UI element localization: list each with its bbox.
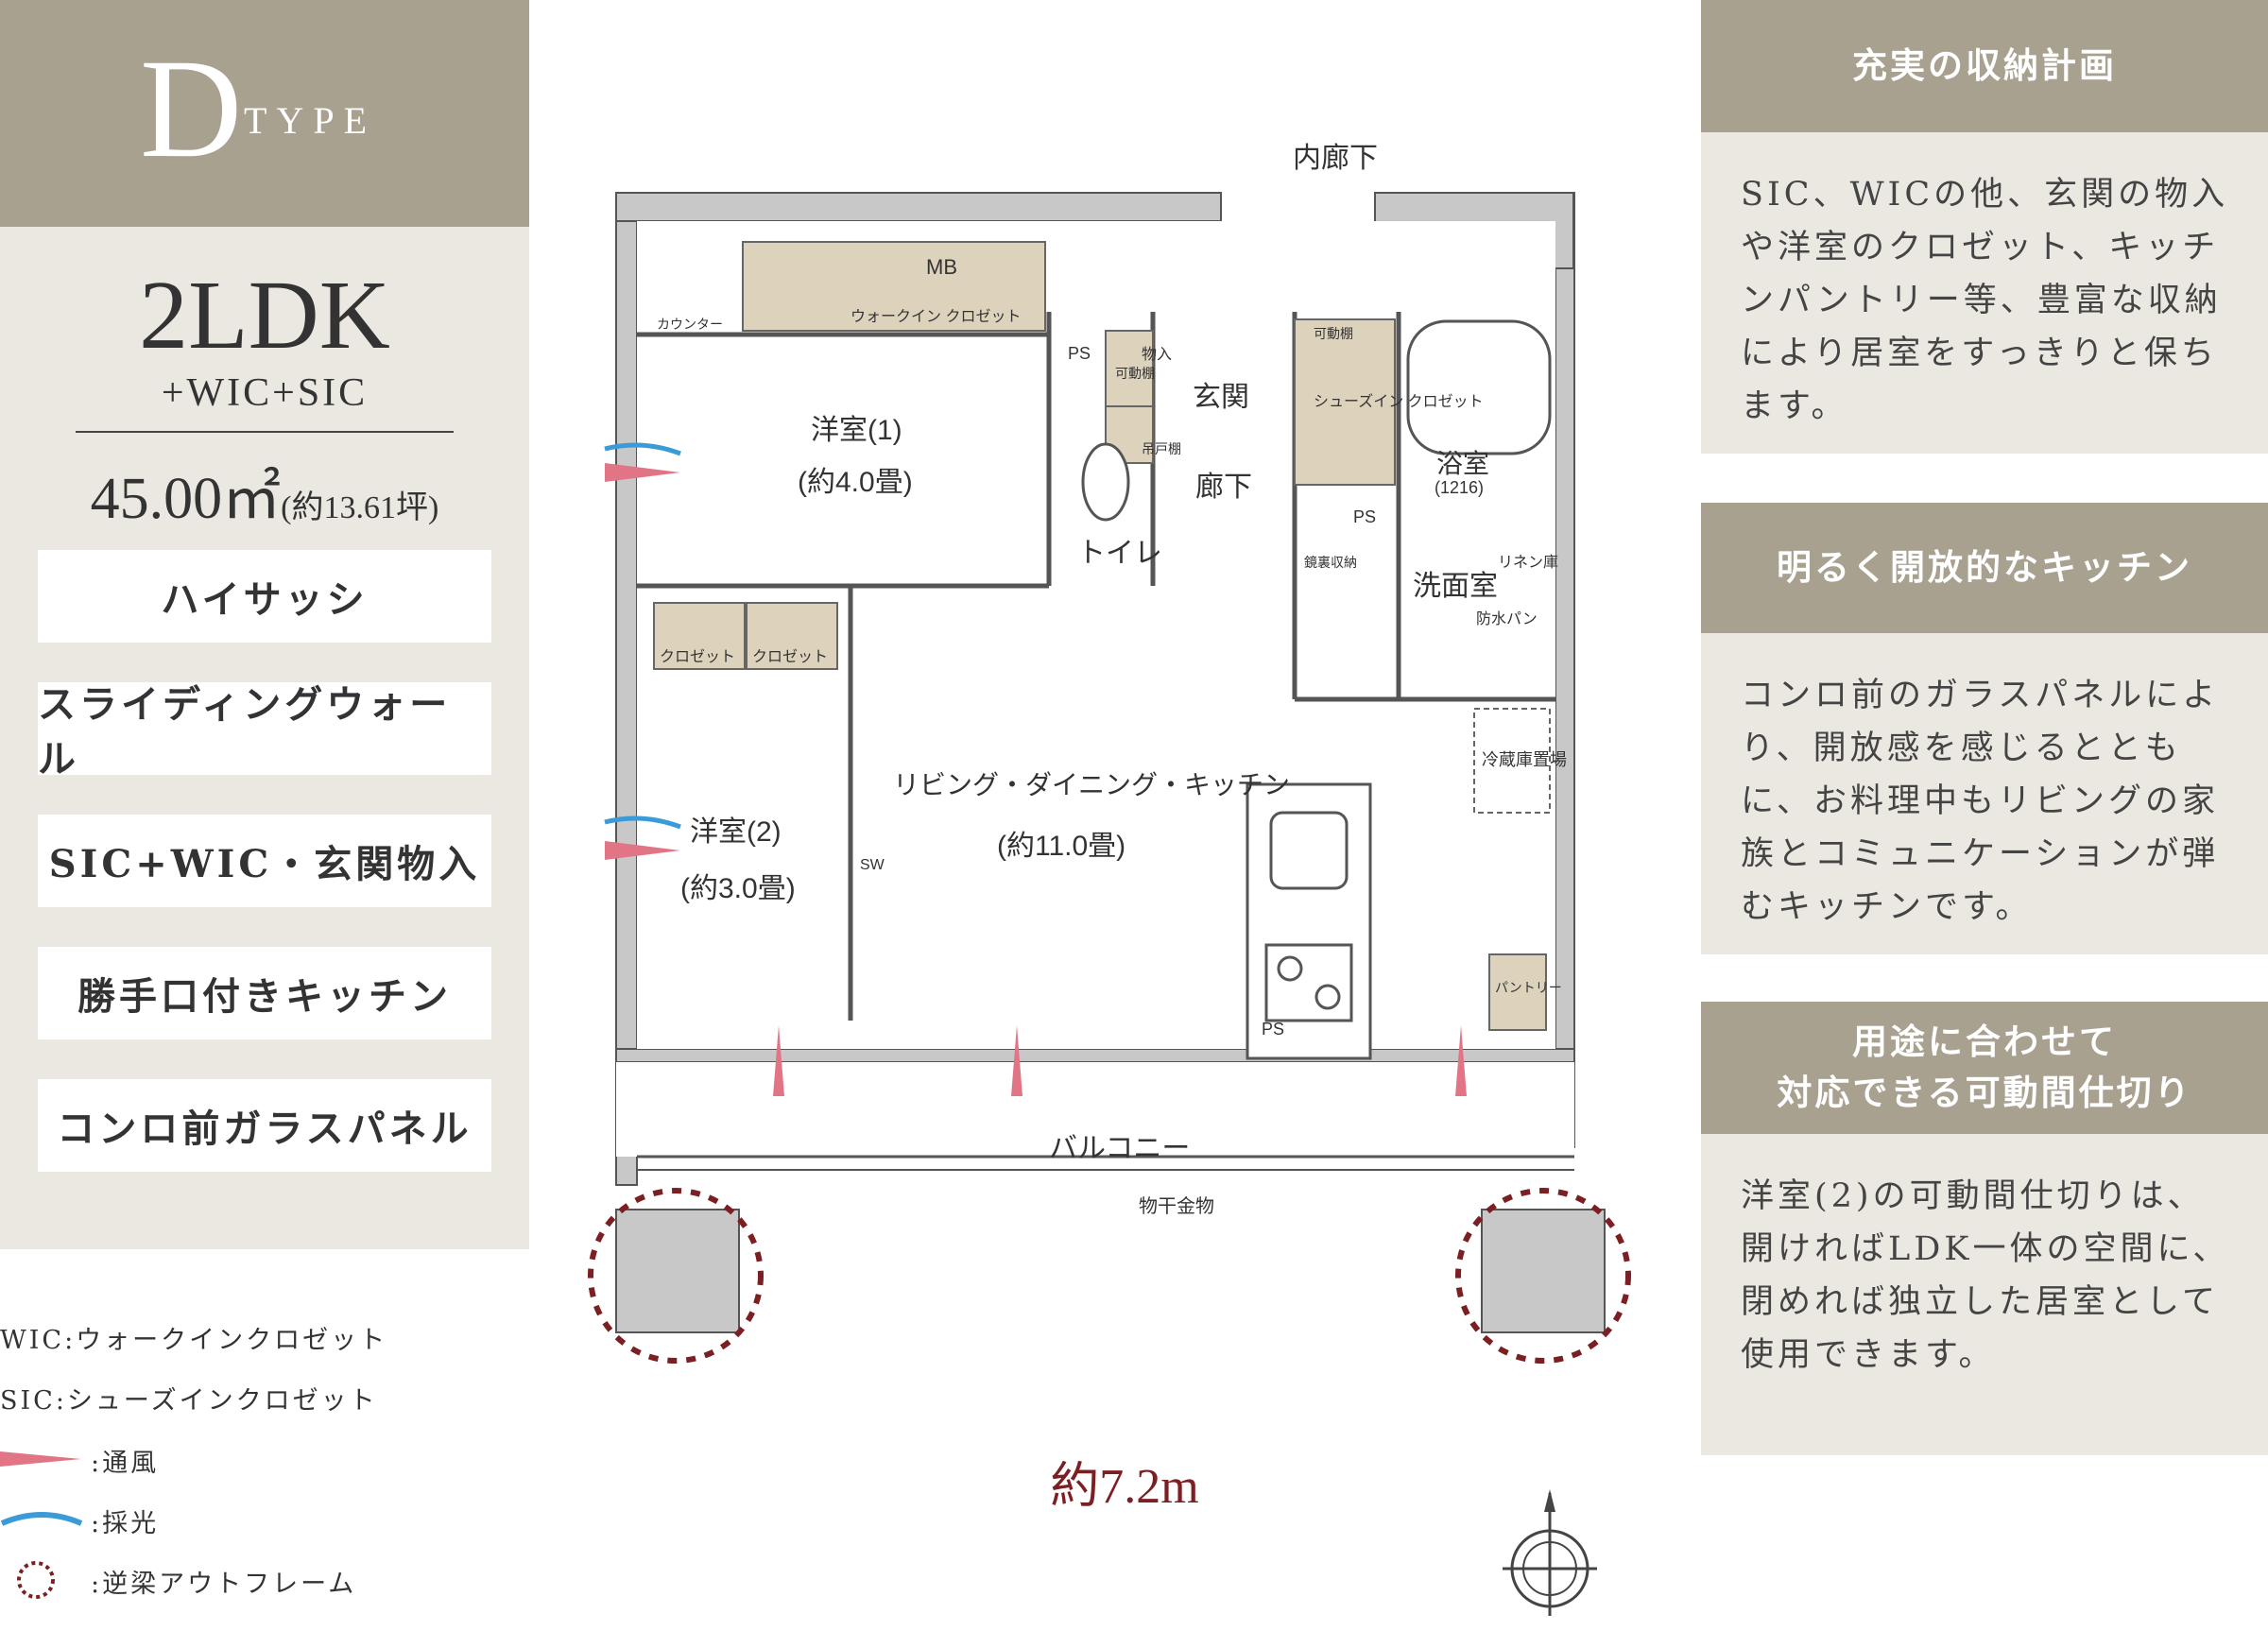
entrance-label: 玄関: [1193, 382, 1249, 413]
laundry-label: 物干金物: [1139, 1195, 1214, 1217]
info-title-partition: 用途に合わせて 対応できる可動間仕切り: [1701, 1002, 2268, 1134]
toilet-label: トイレ: [1077, 538, 1162, 569]
hanging-shelf-label: 吊戸棚: [1142, 441, 1181, 456]
legend-ventilation: :通風: [91, 1449, 160, 1478]
balcony-label: バルコニー: [1049, 1133, 1190, 1164]
floor-plan: MB ウォークイン クロゼット カウンター PS 可動棚 物入 シューズイン ク…: [588, 192, 1631, 1364]
feature-storage: SIC+WIC・玄関物入: [38, 815, 491, 907]
outframe-circle-left: [588, 1188, 764, 1364]
info-title-kitchen: 明るく開放的なキッチン: [1701, 503, 2268, 633]
ventilation-icon: [0, 1451, 81, 1467]
closet-2: [746, 602, 838, 670]
type-header: [0, 0, 529, 227]
western2-label: 洋室(2): [690, 816, 782, 848]
washroom-label: 洗面室: [1413, 571, 1498, 602]
sink-icon: [1269, 811, 1349, 890]
movable-shelf-storage-label: 可動棚: [1115, 366, 1155, 381]
info-text-kitchen: コンロ前のガラスパネルにより、開放感を感じるとともに、お料理中もリビングの家族と…: [1741, 677, 2220, 926]
info-text-partition: 洋室(2)の可動間仕切りは、開ければLDK一体の空間に、閉めれば独立した居室とし…: [1741, 1177, 2230, 1374]
width-dimension: 約7.2m: [1050, 1460, 1199, 1514]
legend-wic: WIC:ウォークインクロゼット: [0, 1326, 388, 1355]
feature-glass-panel: コンロ前ガラスパネル: [38, 1079, 491, 1172]
info-body-kitchen: コンロ前のガラスパネルにより、開放感を感じるとともに、お料理中もリビングの家族と…: [1701, 633, 2268, 954]
ps-label-1: PS: [1068, 344, 1091, 363]
info-body-storage: SIC、WICの他、玄関の物入や洋室のクロゼット、キッチンパントリー等、豊富な収…: [1701, 132, 2268, 454]
outframe-icon: [17, 1561, 55, 1599]
plan-type: 2LDK: [139, 261, 390, 369]
inner-corridor-label: 内廊下: [1293, 143, 1378, 174]
bath-size-label: (1216): [1435, 478, 1484, 497]
sic-block: [1294, 318, 1396, 486]
western1-size: (約4.0畳): [798, 467, 913, 498]
waterproof-pan-label: 防水パン: [1476, 610, 1538, 627]
legend-sic: SIC:シューズインクロゼット: [0, 1386, 378, 1416]
storage-label: 物入: [1142, 346, 1172, 363]
mirror-storage-label: 鏡裏収納: [1304, 555, 1357, 570]
plan-area: 45.00㎡(約13.61坪): [0, 450, 529, 535]
column-right: [1481, 1209, 1606, 1333]
legend-outframe: :逆梁アウトフレーム: [91, 1570, 357, 1599]
sic-label: シューズイン クロゼット: [1314, 393, 1484, 410]
closet-1: [653, 602, 746, 670]
western1-label: 洋室(1): [811, 415, 902, 446]
linen-label: リネン庫: [1498, 554, 1558, 571]
corridor-label: 廊下: [1195, 472, 1252, 503]
airflow-marks: [604, 442, 1467, 1096]
closet-label-1: クロゼット: [660, 648, 735, 665]
stove-icon: [1264, 943, 1353, 1022]
counter-label: カウンター: [657, 317, 723, 332]
feature-sliding-wall: スライディングウォール: [38, 682, 491, 781]
feature-kitchen-door: 勝手口付きキッチン: [38, 947, 491, 1039]
ps-label-2: PS: [1262, 1020, 1284, 1039]
fridge-label: 冷蔵庫置場: [1482, 750, 1567, 769]
info-text-storage: SIC、WICの他、玄関の物入や洋室のクロゼット、キッチンパントリー等、豊富な収…: [1741, 176, 2229, 425]
compass-icon: [1503, 1489, 1597, 1616]
ldk-size: (約11.0畳): [997, 831, 1125, 862]
info-title-storage: 充実の収納計画: [1701, 0, 2268, 132]
closet-label-2: クロゼット: [752, 648, 828, 665]
bath-label: 浴室: [1436, 449, 1489, 478]
mb-label: MB: [926, 255, 957, 279]
fridge-area: [1473, 708, 1551, 814]
wall-top: [615, 192, 1222, 222]
divider: [76, 431, 454, 433]
area-value: 45.00㎡: [90, 467, 282, 531]
plan-extras: +WIC+SIC: [161, 371, 369, 415]
legend-daylight: :採光: [91, 1509, 160, 1538]
column-left: [615, 1209, 740, 1333]
pantry-label: パントリー: [1495, 980, 1562, 995]
daylight-icon: [0, 1512, 83, 1526]
bathtub: [1406, 319, 1552, 455]
sw-label: SW: [860, 857, 885, 873]
wic-label: ウォークイン クロゼット: [850, 308, 1021, 325]
outframe-circle-right: [1455, 1188, 1631, 1364]
wic-block: [742, 241, 1046, 332]
western2-size: (約3.0畳): [680, 873, 796, 904]
toilet-icon: [1081, 442, 1130, 522]
type-word: TYPE: [244, 99, 376, 142]
type-letter: D: [140, 30, 243, 187]
pantry-block: [1488, 953, 1547, 1031]
wall-left: [615, 192, 638, 1186]
info-body-partition: 洋室(2)の可動間仕切りは、開ければLDK一体の空間に、閉めれば独立した居室とし…: [1701, 1134, 2268, 1455]
feature-high-sash: ハイサッシ: [38, 550, 491, 643]
wall-bottom: [615, 1048, 1575, 1063]
ps-label-3: PS: [1353, 507, 1376, 526]
area-tsubo: (約13.61坪): [281, 490, 439, 525]
ldk-label: リビング・ダイニング・キッチン: [893, 770, 1290, 799]
movable-shelf-label: 可動棚: [1314, 326, 1353, 341]
wall-right: [1555, 192, 1575, 1148]
